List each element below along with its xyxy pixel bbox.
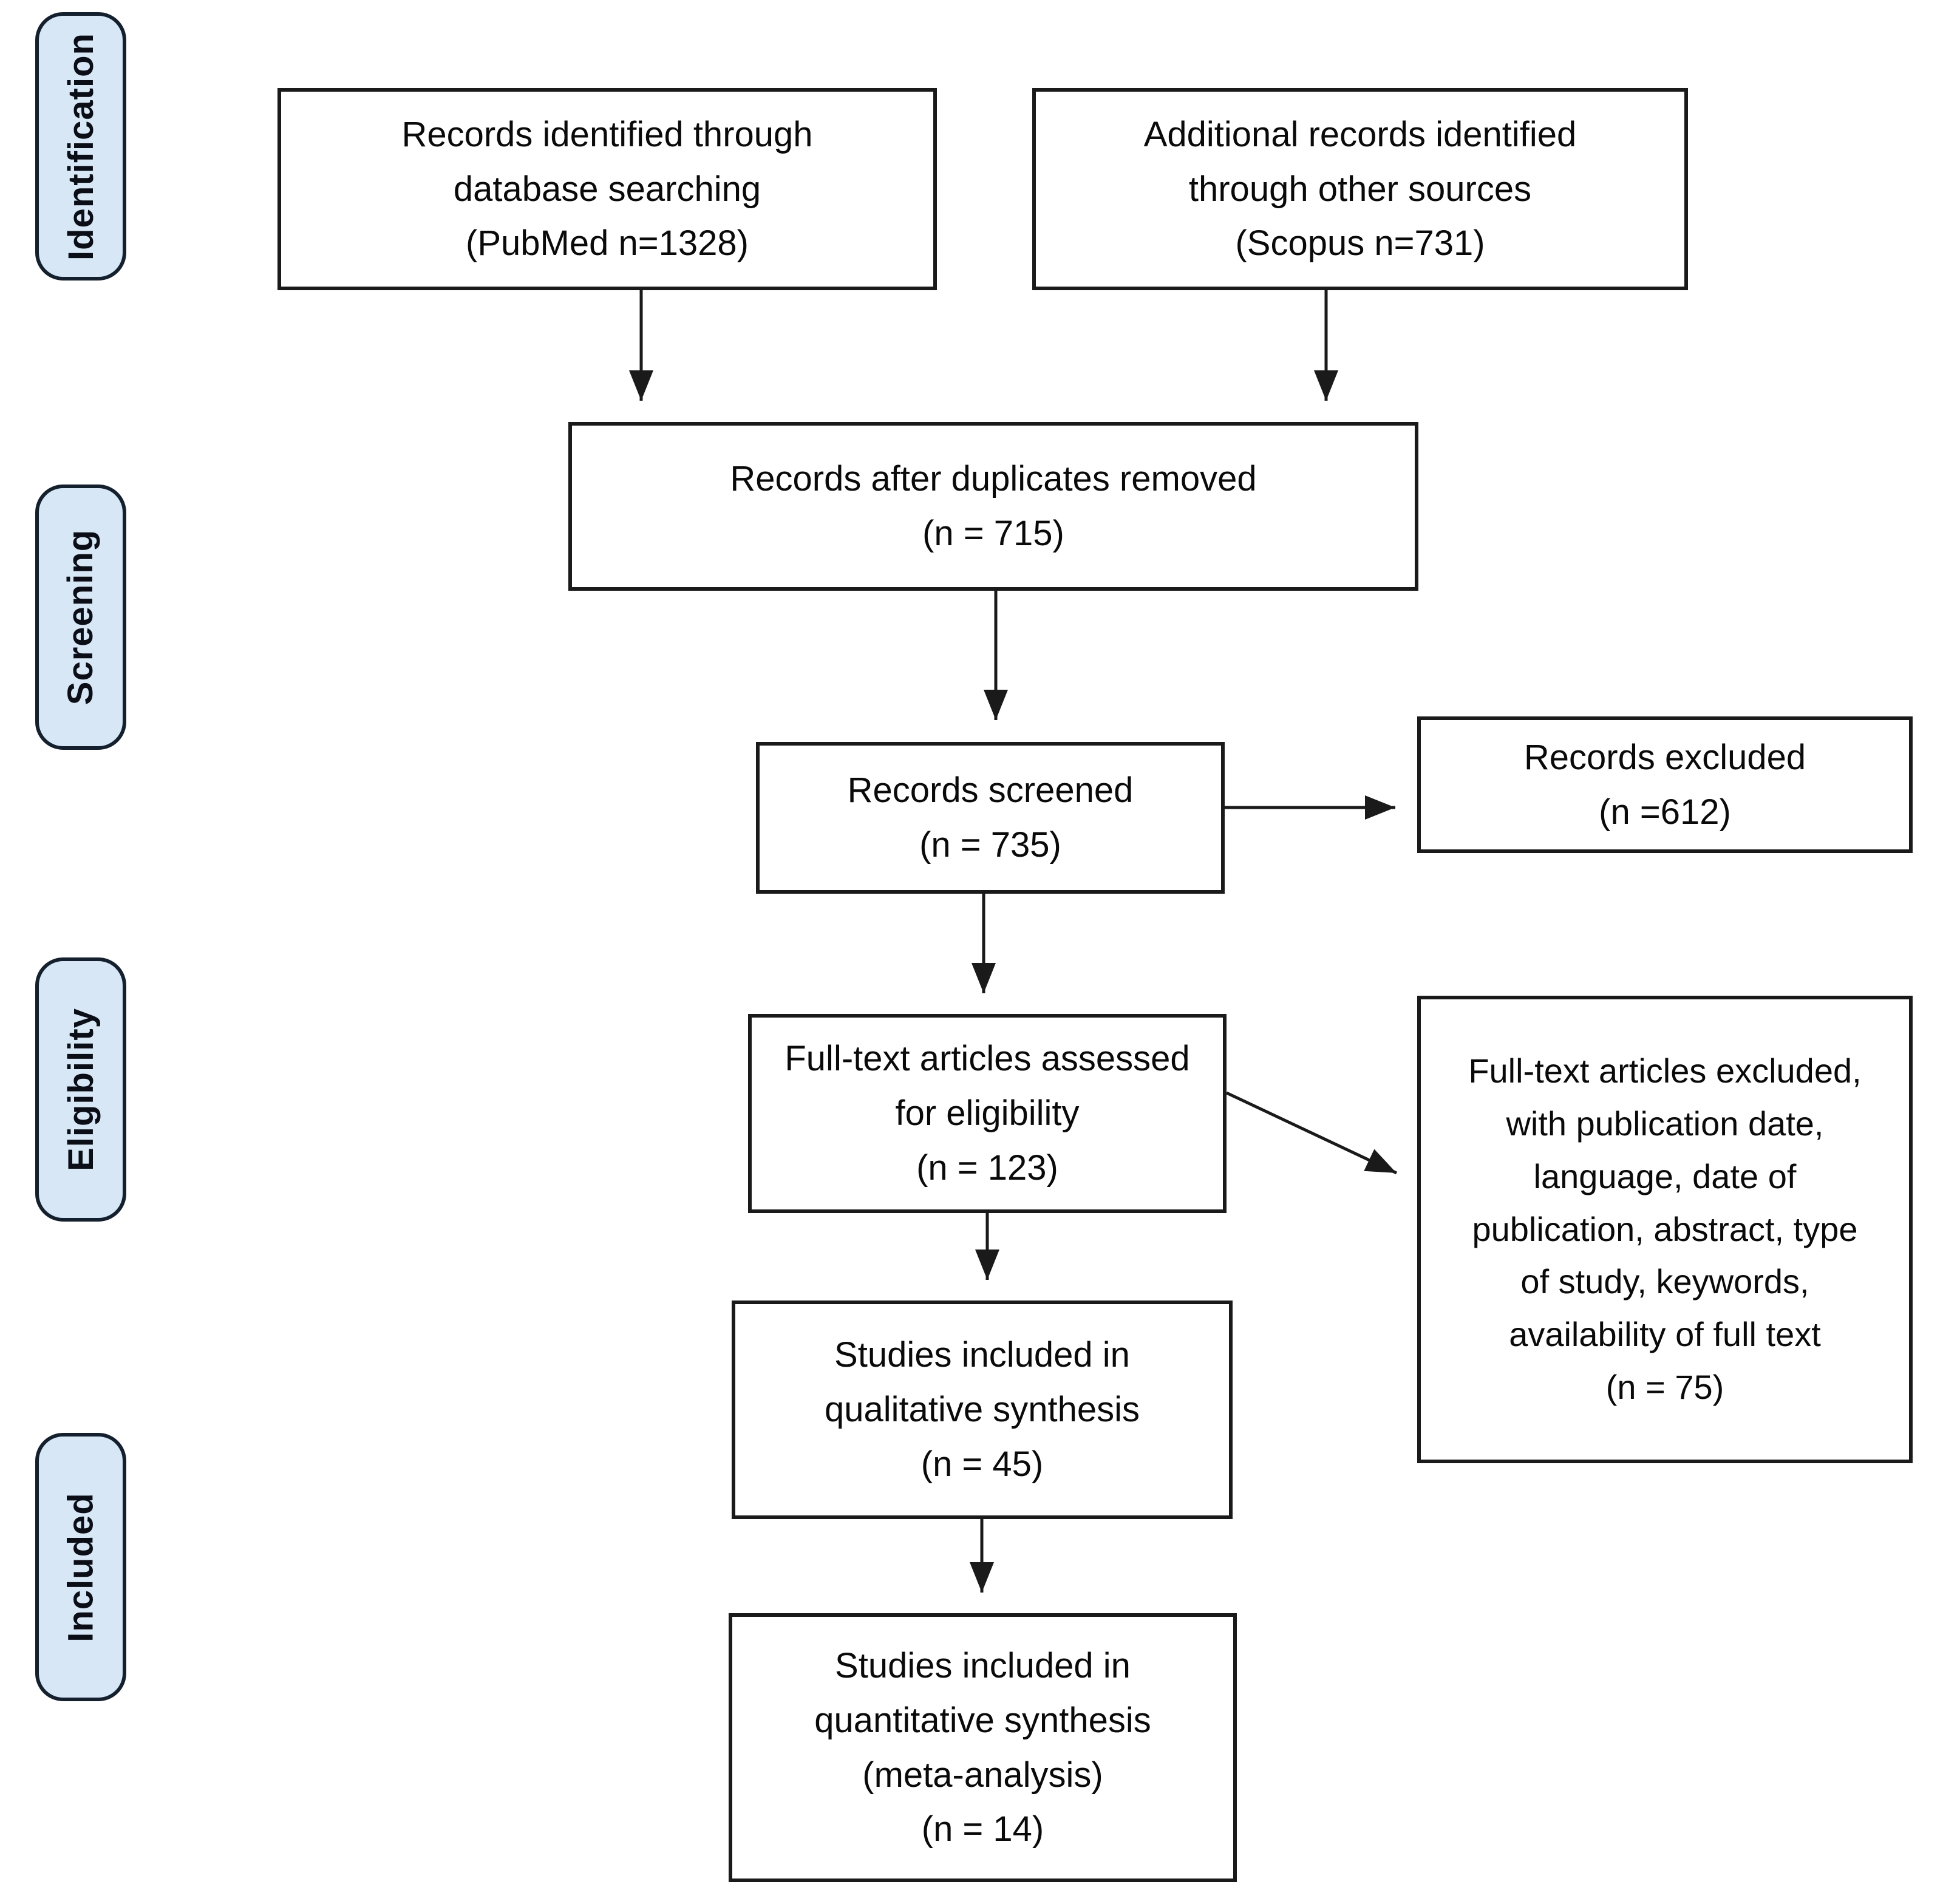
stage-eligibility: Eligibility <box>35 957 126 1222</box>
box-text-line: publication, abstract, type <box>1472 1209 1858 1248</box>
box-count: (PubMed n=1328) <box>466 223 749 264</box>
box-text-line: Studies included in <box>834 1335 1130 1375</box>
stage-included: Included <box>35 1433 126 1701</box>
box-text-line: Studies included in <box>835 1645 1131 1685</box>
stage-identification: Identification <box>35 12 126 280</box>
box-text-line: Records excluded <box>1523 737 1806 777</box>
box-quantitative-synthesis: Studies included in quantitative synthes… <box>729 1613 1237 1882</box>
box-text-line: Additional records identified <box>1143 114 1577 154</box>
box-count: (n = 45) <box>920 1444 1044 1484</box>
box-duplicates-removed: Records after duplicates removed (n = 71… <box>568 422 1418 591</box>
box-count: (n = 735) <box>919 825 1061 865</box>
box-additional-records: Additional records identified through ot… <box>1032 88 1688 290</box>
box-text-line: Full-text articles excluded, <box>1468 1052 1862 1090</box>
box-text-line: Records screened <box>847 770 1134 811</box>
box-qualitative-synthesis: Studies included in qualitative synthesi… <box>732 1300 1233 1519</box>
box-text-line: for eligibility <box>895 1093 1080 1134</box>
box-text-line: Full-text articles assessed <box>784 1039 1190 1079</box>
box-fulltext-excluded: Full-text articles excluded, with public… <box>1417 996 1913 1463</box>
box-records-screened: Records screened (n = 735) <box>756 742 1225 894</box>
stage-identification-label: Identification <box>61 32 101 260</box>
arrow-fulltext-to-fulltext-excluded <box>1225 1091 1398 1175</box>
box-count: (n = 123) <box>916 1148 1058 1188</box>
box-count: (n = 715) <box>922 514 1064 553</box>
box-records-identified: Records identified through database sear… <box>277 88 937 290</box>
box-text-line: Records identified through <box>401 114 813 154</box>
box-text-line: availability of full text <box>1509 1315 1821 1354</box>
stage-screening: Screening <box>35 484 126 750</box>
box-text-line: with publication date, <box>1506 1104 1824 1143</box>
box-text-line: Records after duplicates removed <box>730 459 1257 499</box>
stage-screening-label: Screening <box>61 529 101 706</box>
box-records-excluded: Records excluded (n =612) <box>1417 716 1913 853</box>
box-count: (n = 75) <box>1605 1367 1724 1406</box>
box-text-line: quantitative synthesis <box>814 1700 1151 1740</box>
box-count: (n = 14) <box>921 1809 1044 1849</box>
box-count: (n =612) <box>1599 792 1731 832</box>
box-text-line: of study, keywords, <box>1520 1262 1809 1301</box>
box-text-line: database searching <box>453 169 761 209</box>
box-fulltext-assessed: Full-text articles assessed for eligibil… <box>748 1014 1227 1213</box>
stage-eligibility-label: Eligibility <box>61 1008 101 1171</box>
box-text-line: through other sources <box>1188 169 1532 209</box>
box-text-line: qualitative synthesis <box>824 1390 1140 1430</box>
box-text-line: (meta-analysis) <box>862 1755 1103 1795</box>
box-text-line: language, date of <box>1533 1157 1797 1195</box>
box-count: (Scopus n=731) <box>1235 223 1485 264</box>
stage-included-label: Included <box>61 1492 101 1642</box>
